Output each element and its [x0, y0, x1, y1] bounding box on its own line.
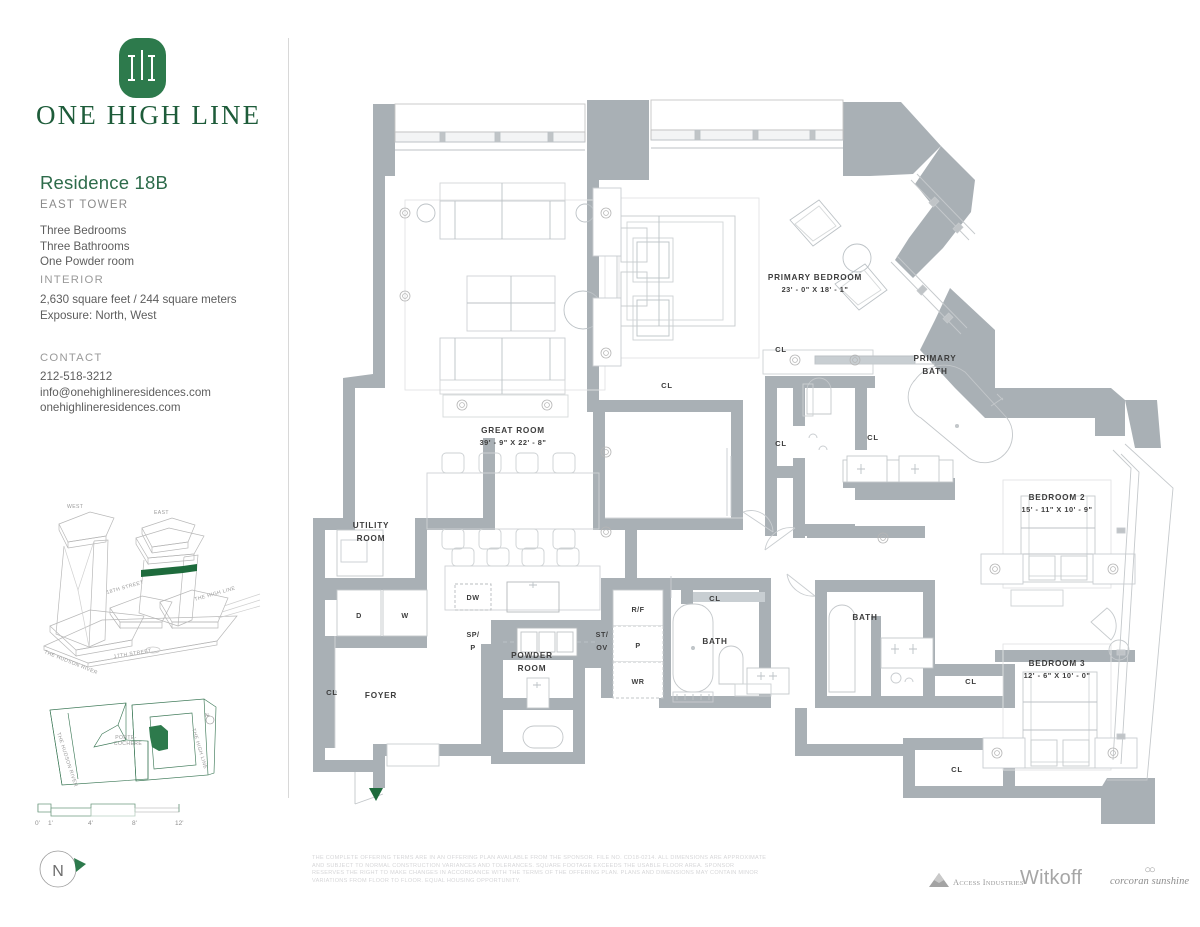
room-label-bedroom-3: BEDROOM 3: [1029, 659, 1086, 668]
room-label-powder-line1: POWDER: [511, 651, 553, 660]
closet-label-primary-upper: CL: [775, 345, 787, 354]
room-label-utility-line2: ROOM: [357, 534, 386, 543]
appliance-label-speed-oven-line2: P: [470, 643, 475, 652]
room-label-great-room: GREAT ROOM: [481, 426, 545, 435]
plan-closet-labels: CL CL CL CL CL CL CL CL: [326, 345, 977, 774]
compass-arrow: [74, 858, 86, 872]
spec-list: Three Bedrooms Three Bathrooms One Powde…: [40, 223, 134, 270]
witkoff-logo: Witkoff: [1020, 867, 1083, 889]
room-label-utility-line1: UTILITY: [353, 521, 390, 530]
legal-disclaimer: THE COMPLETE OFFERING TERMS ARE IN AN OF…: [312, 855, 767, 884]
brand-wordmark: ONE HIGH LINE: [36, 100, 262, 130]
one-high-line-monogram-icon: [119, 38, 166, 98]
room-label-bedroom-2: BEDROOM 2: [1029, 493, 1086, 502]
corcoran-sunshine-logo: ○○ corcoran sunshine: [1110, 864, 1190, 887]
corcoran-sunshine-wordmark: corcoran sunshine: [1110, 876, 1190, 887]
axo-label-17th-street: 17TH STREET: [113, 648, 152, 660]
closet-label-bedroom-2: CL: [965, 677, 977, 686]
room-dim-great-room: 39' - 9" X 22' - 8": [480, 438, 547, 447]
closet-label-foyer: CL: [326, 688, 338, 697]
interior-exposure: Exposure: North, West: [40, 308, 157, 322]
spec-line-bedrooms: Three Bedrooms: [40, 224, 127, 237]
entry-marker-icon: [369, 788, 383, 801]
plan-appliance-labels: DW D W R/F P WR SP/ P ST/ OV: [356, 593, 645, 686]
access-industries-logo: ACCESS INDUSTRIES: [929, 873, 1024, 887]
closet-label-bedroom-3: CL: [951, 765, 963, 774]
scale-tick-0: 0': [35, 820, 40, 827]
interior-area: 2,630 square feet / 244 square meters: [40, 293, 237, 306]
scale-tick-4: 4': [88, 820, 93, 827]
appliance-label-steam-oven-line2: OV: [596, 643, 607, 652]
plan-room-labels: GREAT ROOM 39' - 9" X 22' - 8" PRIMARY B…: [353, 273, 1092, 700]
contact-phone[interactable]: 212-518-3212: [40, 370, 113, 383]
appliance-label-speed-oven-line1: SP/: [466, 630, 479, 639]
access-industries-wordmark: ACCESS INDUSTRIES: [953, 878, 1024, 887]
scale-tick-8: 8': [132, 820, 137, 827]
appliance-label-wine-refrigerator: WR: [632, 677, 645, 686]
spec-line-bathrooms: Three Bathrooms: [40, 239, 130, 253]
closet-label-primary-walk-in: CL: [867, 433, 879, 442]
contact-email[interactable]: info@onehighlineresidences.com: [40, 385, 211, 399]
compass-letter: N: [52, 863, 64, 880]
plan-fixtures: [333, 99, 1174, 805]
scale-tick-1: 1': [48, 820, 53, 827]
interior-details: 2,630 square feet / 244 square meters Ex…: [40, 292, 237, 323]
keyplan-label-porte-1: PORTE-: [115, 735, 137, 741]
appliance-label-refrigerator: R/F: [631, 605, 644, 614]
axo-label-east: EAST: [154, 510, 169, 516]
room-dim-bedroom-2: 15' - 11" X 10' - 9": [1021, 505, 1092, 514]
axo-label-18th-street: 18TH STREET: [106, 580, 145, 596]
room-label-primary-bath-line2: BATH: [922, 367, 947, 376]
room-label-foyer: FOYER: [365, 691, 397, 700]
contact-details: 212-518-3212 info@onehighlineresidences.…: [40, 369, 211, 416]
floor-plan-drawing: GREAT ROOM 39' - 9" X 22' - 8" PRIMARY B…: [313, 99, 1174, 824]
room-dim-primary-bedroom: 23' - 0" X 18' - 1": [782, 285, 849, 294]
keyplan-unit-highlight: [149, 725, 168, 751]
site-key-plan: THE HUDSON RIVER THE HIGH LINE PORTE- CO…: [49, 698, 217, 788]
contact-heading: CONTACT: [40, 352, 103, 364]
axo-label-west: WEST: [67, 504, 83, 510]
appliance-label-steam-oven-line1: ST/: [596, 630, 609, 639]
axo-label-high-line: THE HIGH LINE: [194, 585, 236, 602]
closet-label-primary-lower: CL: [775, 439, 787, 448]
north-compass-icon: N: [39, 850, 86, 888]
room-label-primary-bedroom: PRIMARY BEDROOM: [768, 273, 862, 282]
tower-label: EAST TOWER: [40, 199, 129, 211]
sidebar-divider: [288, 38, 289, 798]
corcoran-mark-icon: ○○: [1144, 864, 1155, 876]
sidebar: ONE HIGH LINE Residence 18B EAST TOWER T…: [0, 0, 288, 927]
room-label-powder-line2: ROOM: [518, 664, 547, 673]
interior-heading: INTERIOR: [40, 274, 104, 286]
appliance-label-dryer: D: [356, 611, 362, 620]
closet-label-hall: CL: [709, 594, 721, 603]
spec-line-powder: One Powder room: [40, 255, 135, 268]
keyplan-label-porte-2: COCHERE: [114, 741, 142, 747]
room-label-primary-bath-line1: PRIMARY: [913, 354, 956, 363]
appliance-label-washer: W: [401, 611, 408, 620]
room-dim-bedroom-3: 12' - 6" X 10' - 0": [1024, 671, 1091, 680]
scale-tick-12: 12': [175, 820, 183, 827]
contact-website[interactable]: onehighlineresidences.com: [40, 401, 181, 414]
appliance-label-pantry: P: [635, 641, 640, 650]
appliance-label-dishwasher: DW: [467, 593, 480, 602]
keyplan-north-tick: N: [205, 713, 209, 719]
room-label-bath-center: BATH: [702, 637, 727, 646]
page-title: Residence 18B: [40, 172, 169, 193]
partner-logos: ACCESS INDUSTRIES Witkoff ○○ corcoran su…: [925, 862, 1189, 902]
closet-label-great-room: CL: [661, 381, 673, 390]
scale-bar: 0' 1' 4' 8' 12': [35, 803, 183, 827]
keyplan-label-high-line: THE HIGH LINE: [190, 728, 208, 770]
room-label-bath-secondary: BATH: [852, 613, 877, 622]
building-axonometric-diagram: WEST EAST 18TH STREET THE HIGH LINE THE …: [43, 504, 261, 676]
